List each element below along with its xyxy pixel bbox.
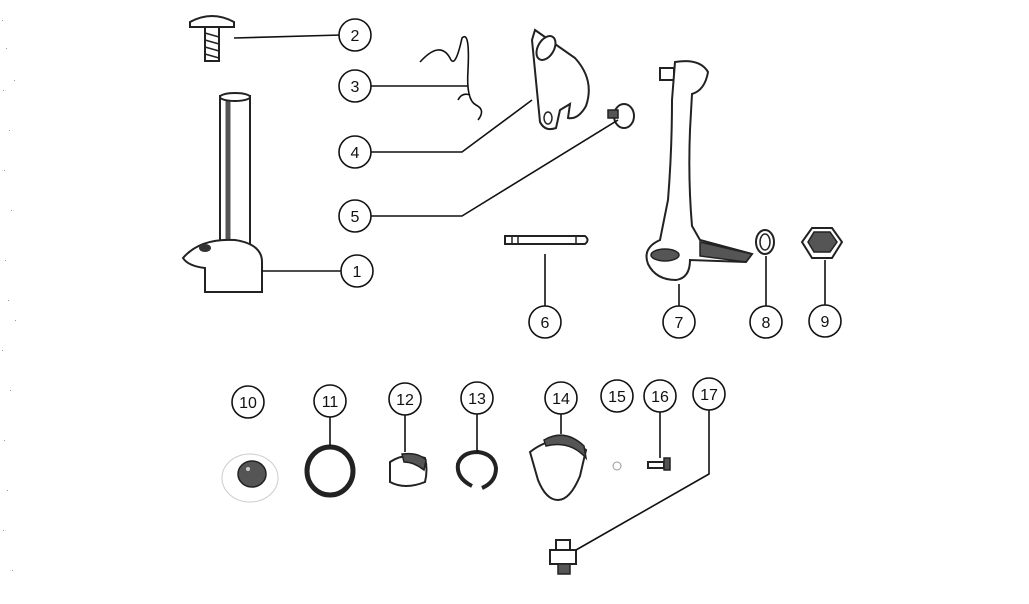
callout-2-label: 2: [351, 28, 360, 45]
callout-13-label: 13: [468, 391, 486, 408]
callout-1-label: 1: [353, 264, 362, 281]
part-tube-with-base: [181, 92, 263, 293]
callout-4: 4: [338, 135, 372, 169]
callout-12-label: 12: [396, 392, 414, 409]
callout-1: 1: [340, 254, 374, 288]
callout-15: 15: [600, 379, 634, 413]
callout-10: 10: [231, 385, 265, 419]
callout-7-label: 7: [675, 315, 684, 332]
part-pin: [504, 235, 589, 245]
callout-9: 9: [808, 304, 842, 338]
callout-11-label: 11: [322, 394, 339, 411]
part-tiny-ball: [612, 461, 622, 471]
callout-15-label: 15: [608, 389, 626, 406]
part-fitting: [549, 539, 577, 575]
callout-2: 2: [338, 18, 372, 52]
part-bracket-plate: [530, 28, 590, 131]
part-ring: [304, 444, 356, 498]
part-lever-arm: [645, 60, 754, 282]
callout-7: 7: [662, 305, 696, 339]
part-split-ring: [455, 449, 499, 490]
callout-11: 11: [313, 384, 347, 418]
callout-6-label: 6: [541, 315, 550, 332]
leader-lines: [233, 34, 826, 551]
callout-9-label: 9: [821, 314, 830, 331]
scan-noise: [2, 20, 16, 571]
part-ball: [221, 453, 279, 503]
callout-10-label: 10: [239, 395, 257, 412]
callout-14: 14: [544, 381, 578, 415]
part-wire-spring: [419, 35, 483, 121]
callout-13: 13: [460, 381, 494, 415]
callout-5-label: 5: [351, 209, 360, 226]
callout-6: 6: [528, 305, 562, 339]
part-cup: [389, 452, 428, 487]
callout-4-label: 4: [351, 145, 360, 162]
callout-17: 17: [692, 377, 726, 411]
callout-16-label: 16: [651, 389, 669, 406]
part-small-screw: [607, 103, 635, 129]
part-tiny-screw: [647, 457, 671, 471]
callout-16: 16: [643, 379, 677, 413]
callout-3: 3: [338, 69, 372, 103]
part-washer: [755, 229, 775, 255]
callout-5: 5: [338, 199, 372, 233]
callout-12: 12: [388, 382, 422, 416]
callout-8: 8: [749, 305, 783, 339]
callout-17-label: 17: [700, 387, 718, 404]
part-screw: [189, 15, 235, 62]
callout-14-label: 14: [552, 391, 570, 408]
callout-8-label: 8: [762, 315, 771, 332]
part-knob: [528, 434, 588, 502]
part-nut: [800, 227, 844, 259]
callout-3-label: 3: [351, 79, 360, 96]
